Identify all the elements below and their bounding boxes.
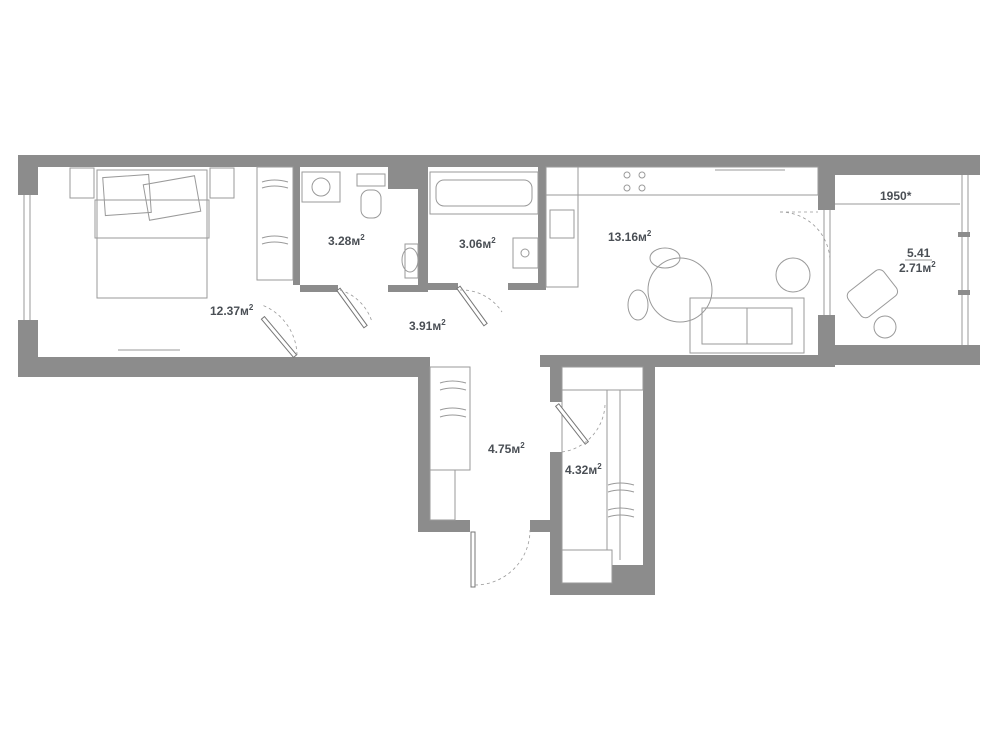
dining-table: [627, 247, 713, 323]
bathtub-and-sink: [429, 171, 539, 269]
balcony-area-full: 5.41: [907, 246, 931, 260]
wardrobe-bedroom: [256, 166, 294, 281]
balcony-area-reduced: 2.71м2: [899, 260, 936, 275]
storage-shelves: [561, 366, 644, 584]
kitchen-unit: [545, 166, 819, 288]
room-area-hall: 3.91м2: [409, 318, 446, 333]
room-area-entrance: 4.75м2: [488, 441, 525, 456]
doors: [260, 211, 831, 588]
room-area-kitchen: 13.16м2: [608, 229, 652, 244]
toilet-and-washer: [301, 171, 419, 279]
room-area-wc: 3.28м2: [328, 233, 365, 248]
room-area-storage: 4.32м2: [565, 462, 602, 477]
windows: [23, 175, 980, 345]
bed: [69, 167, 235, 299]
walls: [18, 155, 980, 595]
sofa: [689, 297, 805, 354]
balcony-furniture: [846, 269, 899, 339]
side-table: [775, 257, 811, 293]
balcony-width: 1950*: [880, 189, 912, 203]
room-area-bathroom: 3.06м2: [459, 236, 496, 251]
corridor-wardrobe: [429, 366, 471, 521]
room-area-bedroom: 12.37м2: [210, 303, 254, 318]
